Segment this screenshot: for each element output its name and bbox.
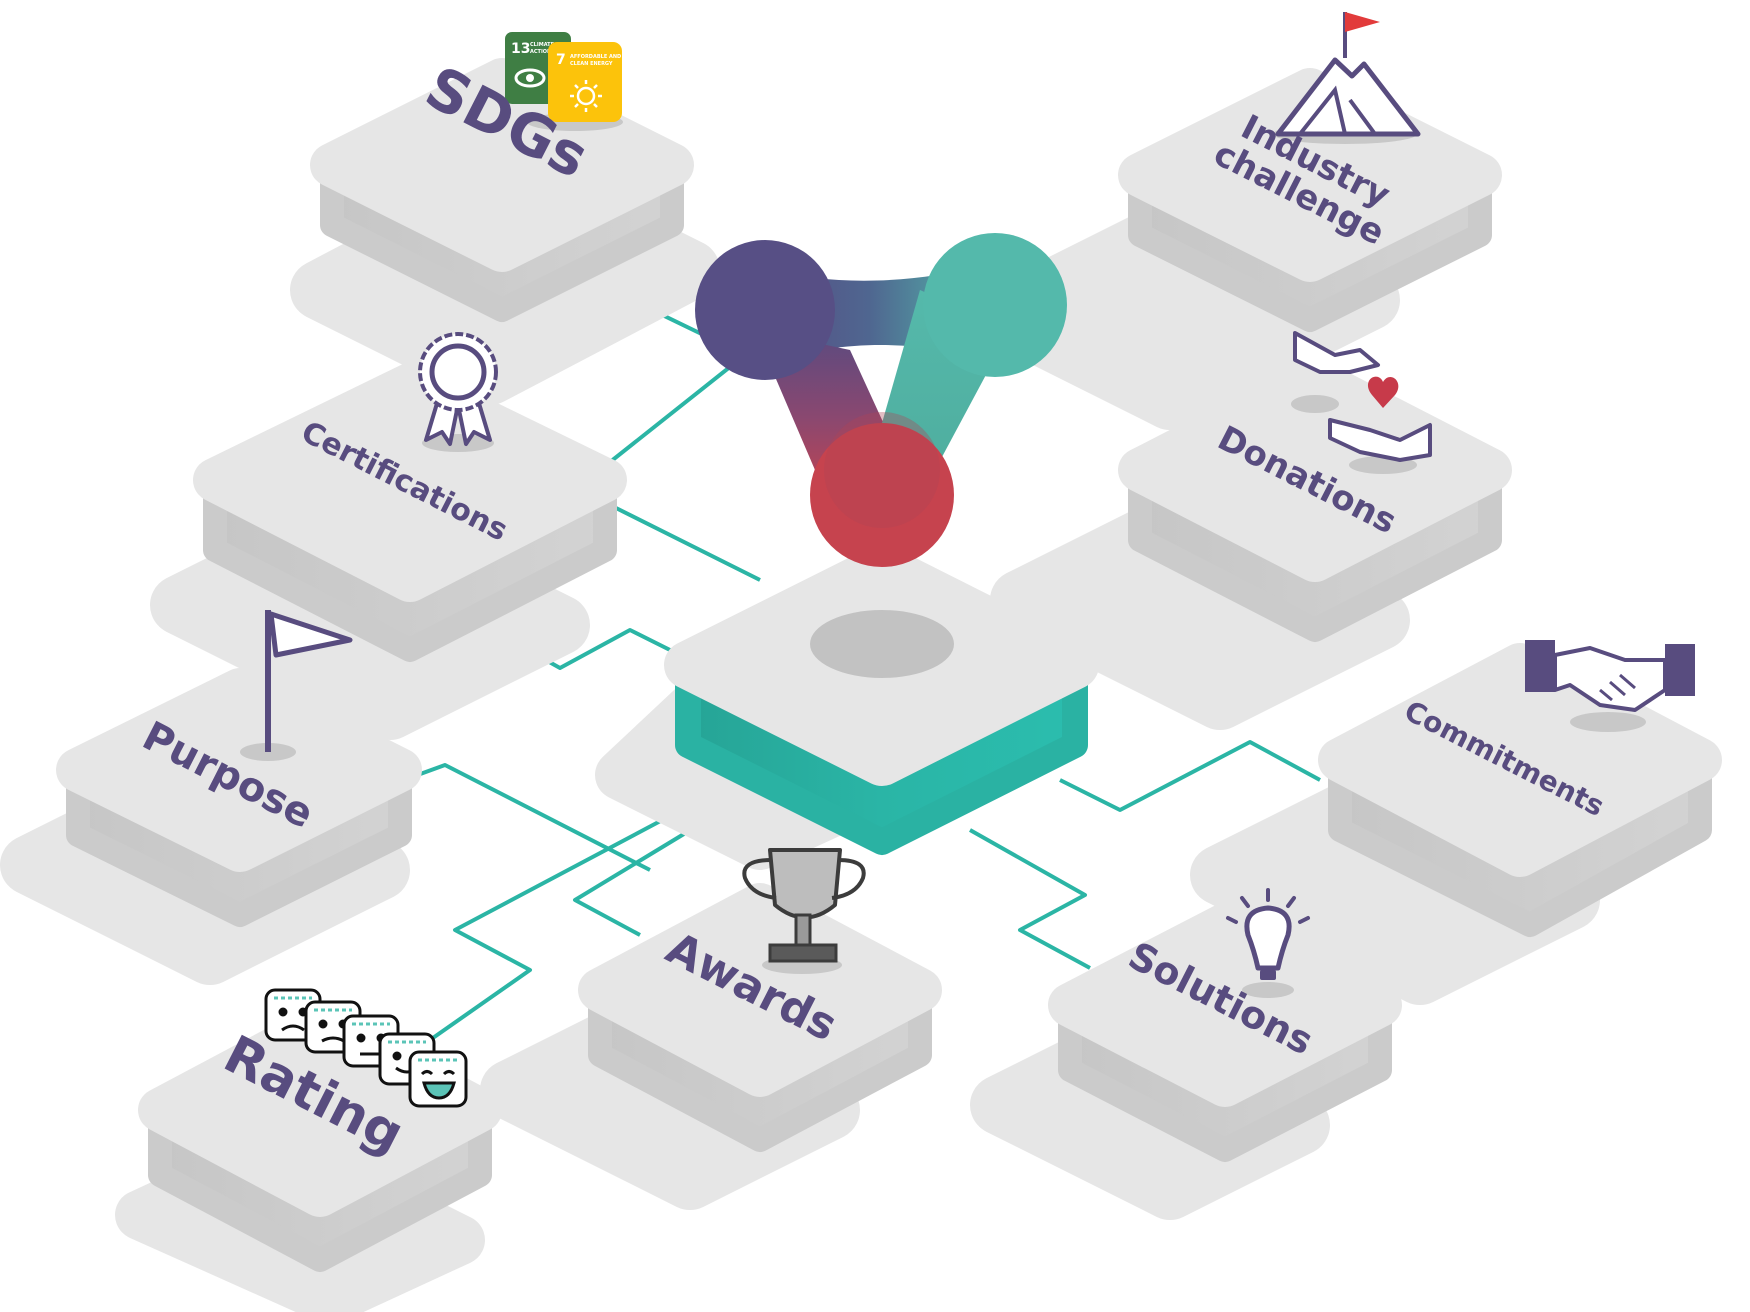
- tile-top: [1048, 903, 1402, 1107]
- tile-top: [56, 668, 422, 872]
- tile-top: [578, 883, 942, 1097]
- node-industry-challenge[interactable]: [970, 68, 1502, 430]
- node-donations[interactable]: [990, 358, 1512, 730]
- handshake-icon: [1525, 640, 1695, 732]
- connector-solutions: [969, 828, 1091, 970]
- sun-power-icon: [570, 80, 602, 112]
- central-hub[interactable]: [595, 544, 1099, 870]
- sdg-13-title1: CLIMATE: [530, 42, 555, 48]
- connector-certifications: [599, 498, 761, 582]
- lightbulb-icon: [1226, 888, 1310, 998]
- logo-circle-red: [810, 423, 954, 567]
- sdg-badges: 13 CLIMATE ACTION 7 AFFORDABLE AND CLEAN…: [505, 32, 623, 131]
- flag-icon: [240, 610, 353, 761]
- node-commitments[interactable]: [1190, 643, 1722, 1005]
- face-very-happy-icon: [408, 1050, 468, 1108]
- hub-socket: [810, 610, 954, 678]
- sdg-7-title2: CLEAN ENERGY: [570, 61, 613, 67]
- node-awards[interactable]: [480, 883, 942, 1210]
- logo-circle-red-blend: [824, 412, 940, 528]
- sdg-7-title1: AFFORDABLE AND: [570, 54, 621, 60]
- connector-rating: [428, 798, 701, 1042]
- node-solutions[interactable]: [970, 903, 1402, 1220]
- platform-logo: [695, 233, 1067, 567]
- heart-icon: [1367, 376, 1399, 408]
- node-purpose[interactable]: [0, 668, 422, 985]
- sdg-13-number: 13: [511, 41, 530, 57]
- trophy-icon: [742, 848, 866, 974]
- tile-top: [193, 363, 627, 602]
- rating-faces-icon: [264, 988, 468, 1108]
- donation-hands-icon: [1291, 331, 1432, 474]
- rosette-icon: [418, 332, 498, 452]
- connector-commitments: [1059, 740, 1321, 812]
- eye-globe-icon: [514, 68, 546, 88]
- logo-circle-purple: [695, 240, 835, 380]
- sdg-13-title2: ACTION: [530, 49, 551, 55]
- node-certifications[interactable]: [150, 363, 627, 740]
- logo-circle-teal: [923, 233, 1067, 377]
- sdg-7-number: 7: [556, 52, 566, 68]
- mountain-flag-icon: [1273, 12, 1421, 144]
